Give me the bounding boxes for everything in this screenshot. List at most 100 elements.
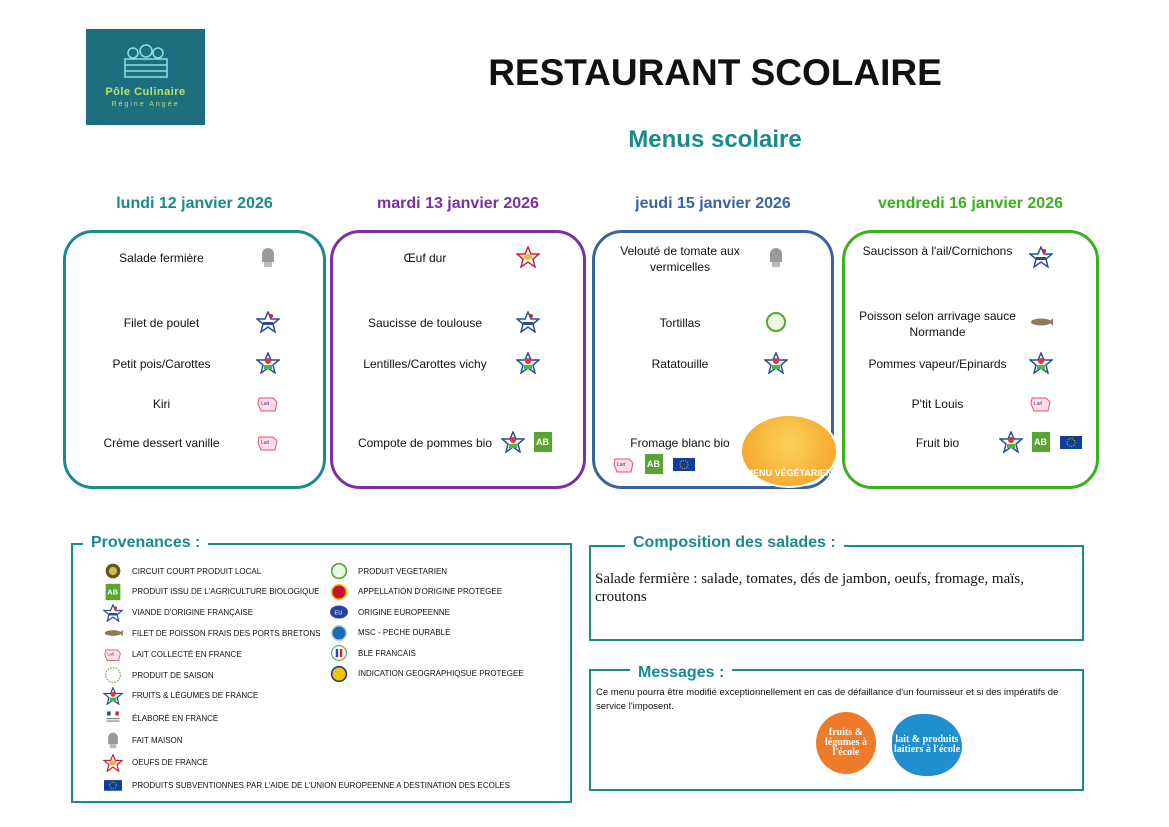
crate-icon [123, 44, 168, 78]
page-title: RESTAURANT SCOLAIRE [488, 52, 942, 93]
legend-label: PRODUIT DE SAISON [132, 670, 214, 680]
lait-icon: Lait [102, 645, 124, 663]
menu-item: P'tit Louis [911, 397, 964, 411]
menu-item-labels [764, 311, 788, 333]
legend-label: ÉLABORÉ EN FRANCE [132, 713, 219, 723]
viande-icon [254, 310, 282, 334]
fruits-icon [254, 351, 282, 375]
chef-icon [764, 246, 788, 268]
svg-text:AB: AB [536, 437, 549, 447]
chef-icon [102, 731, 124, 749]
legend-label: MSC - PECHE DURABLE [358, 628, 451, 637]
legend-item: INDICATION GEOGRAPHIQSUE PROTEGEE [328, 665, 524, 683]
legend-item: VIANDE D'ORIGINE FRANÇAISE [102, 602, 254, 623]
svg-text:AB: AB [107, 587, 118, 596]
menu-item-labels: Lait [256, 392, 280, 414]
menu-item: Petit pois/Carottes [112, 357, 211, 371]
menu-item-labels [254, 310, 282, 334]
legend-item: Lait LAIT COLLECTÉ EN FRANCE [102, 645, 242, 663]
lait-icon: Lait [612, 453, 636, 475]
legend-label: FRUITS & LÉGUMES DE FRANCE [132, 691, 259, 701]
menu-item: Kiri [152, 397, 171, 411]
messages-box [589, 669, 1084, 791]
bio-icon: AB [642, 453, 666, 475]
eu-icon [672, 453, 696, 475]
fruits-icon [997, 430, 1025, 454]
legend-item: PRODUITS SUBVENTIONNES PAR L'AIDE DE L'U… [102, 776, 510, 794]
lait-icon: Lait [256, 431, 280, 453]
eu-icon [102, 776, 124, 794]
menu-item-labels [762, 351, 790, 375]
legend-item: PRODUIT DE SAISON [102, 666, 214, 684]
menu-item-labels [256, 246, 280, 268]
legend-item: FILET DE POISSON FRAIS DES PORTS BRETONS [102, 624, 321, 642]
bio-icon: AB [1029, 431, 1053, 453]
fruits-legumes-ecole-logo: fruits & légumes à l'école [816, 712, 876, 774]
menu-item: Salade fermière [119, 251, 204, 265]
menu-item: Fruit bio [915, 436, 960, 450]
chef-icon [256, 246, 280, 268]
day-menu-card [842, 230, 1099, 489]
eu-icon [1059, 431, 1083, 453]
salades-text: Salade fermière : salade, tomates, dés d… [595, 571, 1025, 605]
legend-label: VIANDE D'ORIGINE FRANÇAISE [132, 608, 254, 618]
menu-item-labels [1027, 351, 1055, 375]
legend-item: APPELLATION D'ORIGINE PROTEGEE [328, 583, 502, 601]
fruits-icon [1027, 351, 1055, 375]
menu-item-labels [254, 351, 282, 375]
menu-item-labels [514, 245, 542, 269]
bio-icon: AB [531, 431, 555, 453]
viande-icon [1027, 245, 1055, 269]
day-heading: mardi 13 janvier 2026 [377, 195, 539, 212]
svg-text:AB: AB [647, 459, 660, 469]
msc-icon [328, 624, 350, 642]
bio-icon: AB [102, 583, 124, 601]
igp-icon [328, 665, 350, 683]
legend-label: FILET DE POISSON FRAIS DES PORTS BRETONS [132, 628, 321, 638]
provenances-title: Provenances : [83, 534, 209, 552]
svg-text:Lait: Lait [107, 652, 114, 657]
menu-item-labels [1027, 245, 1055, 269]
legend-label: APPELLATION D'ORIGINE PROTEGEE [358, 587, 503, 596]
menu-item: Compote de pommes bio [357, 436, 493, 450]
legend-label: BLE FRANCAIS [358, 648, 416, 658]
viande-icon [514, 310, 542, 334]
legend-item: OEUFS DE FRANCE [102, 752, 208, 773]
menu-item: Velouté de tomate aux vermicelles [620, 244, 740, 274]
menu-item-labels [1029, 311, 1053, 333]
logo-line1: Pôle Culinaire [105, 86, 186, 98]
day-menu-card [63, 230, 326, 489]
svg-text:AB: AB [1034, 437, 1047, 447]
ble-icon [328, 644, 350, 662]
legend-label: LAIT COLLECTÉ EN FRANCE [132, 649, 242, 659]
svg-text:Lait: Lait [261, 401, 270, 407]
pole-culinaire-logo: Pôle Culinaire Régine Angée [86, 29, 205, 125]
elabore-icon [102, 709, 124, 727]
svg-text:Lait: Lait [1034, 401, 1043, 407]
menu-item-labels [514, 351, 542, 375]
menu-item: Poisson selon arrivage sauce Normande [859, 309, 1016, 339]
menu-item-labels [764, 246, 788, 268]
legend-item: PRODUIT VEGETARIEN [328, 562, 447, 580]
legend-label: PRODUITS SUBVENTIONNES PAR L'AIDE DE L'U… [132, 780, 510, 790]
menu-item: Filet de poulet [123, 316, 200, 330]
fruits-icon [762, 351, 790, 375]
viande-icon [102, 602, 124, 623]
menu-item-labels: Lait AB [612, 453, 696, 475]
day-heading: jeudi 15 janvier 2026 [635, 195, 791, 212]
legend-label: INDICATION GEOGRAPHIQSUE PROTEGEE [358, 669, 524, 678]
page-subtitle: Menus scolaire [628, 126, 802, 153]
fruits-icon [514, 351, 542, 375]
menu-item: Tortillas [659, 316, 701, 330]
aop-icon [328, 583, 350, 601]
menu-item-labels [514, 310, 542, 334]
menu-vegetarien-badge: MENU VÉGÉTARIEN [740, 414, 838, 488]
svg-text:EU: EU [335, 610, 343, 616]
menu-item-labels: Lait [1029, 392, 1053, 414]
legend-item: FRUITS & LÉGUMES DE FRANCE [102, 686, 259, 706]
menu-item: Lentilles/Carottes vichy [363, 357, 487, 371]
menu-item: Crème dessert vanille [103, 436, 220, 450]
fruits-icon [499, 430, 527, 454]
day-heading: lundi 12 janvier 2026 [116, 195, 273, 212]
